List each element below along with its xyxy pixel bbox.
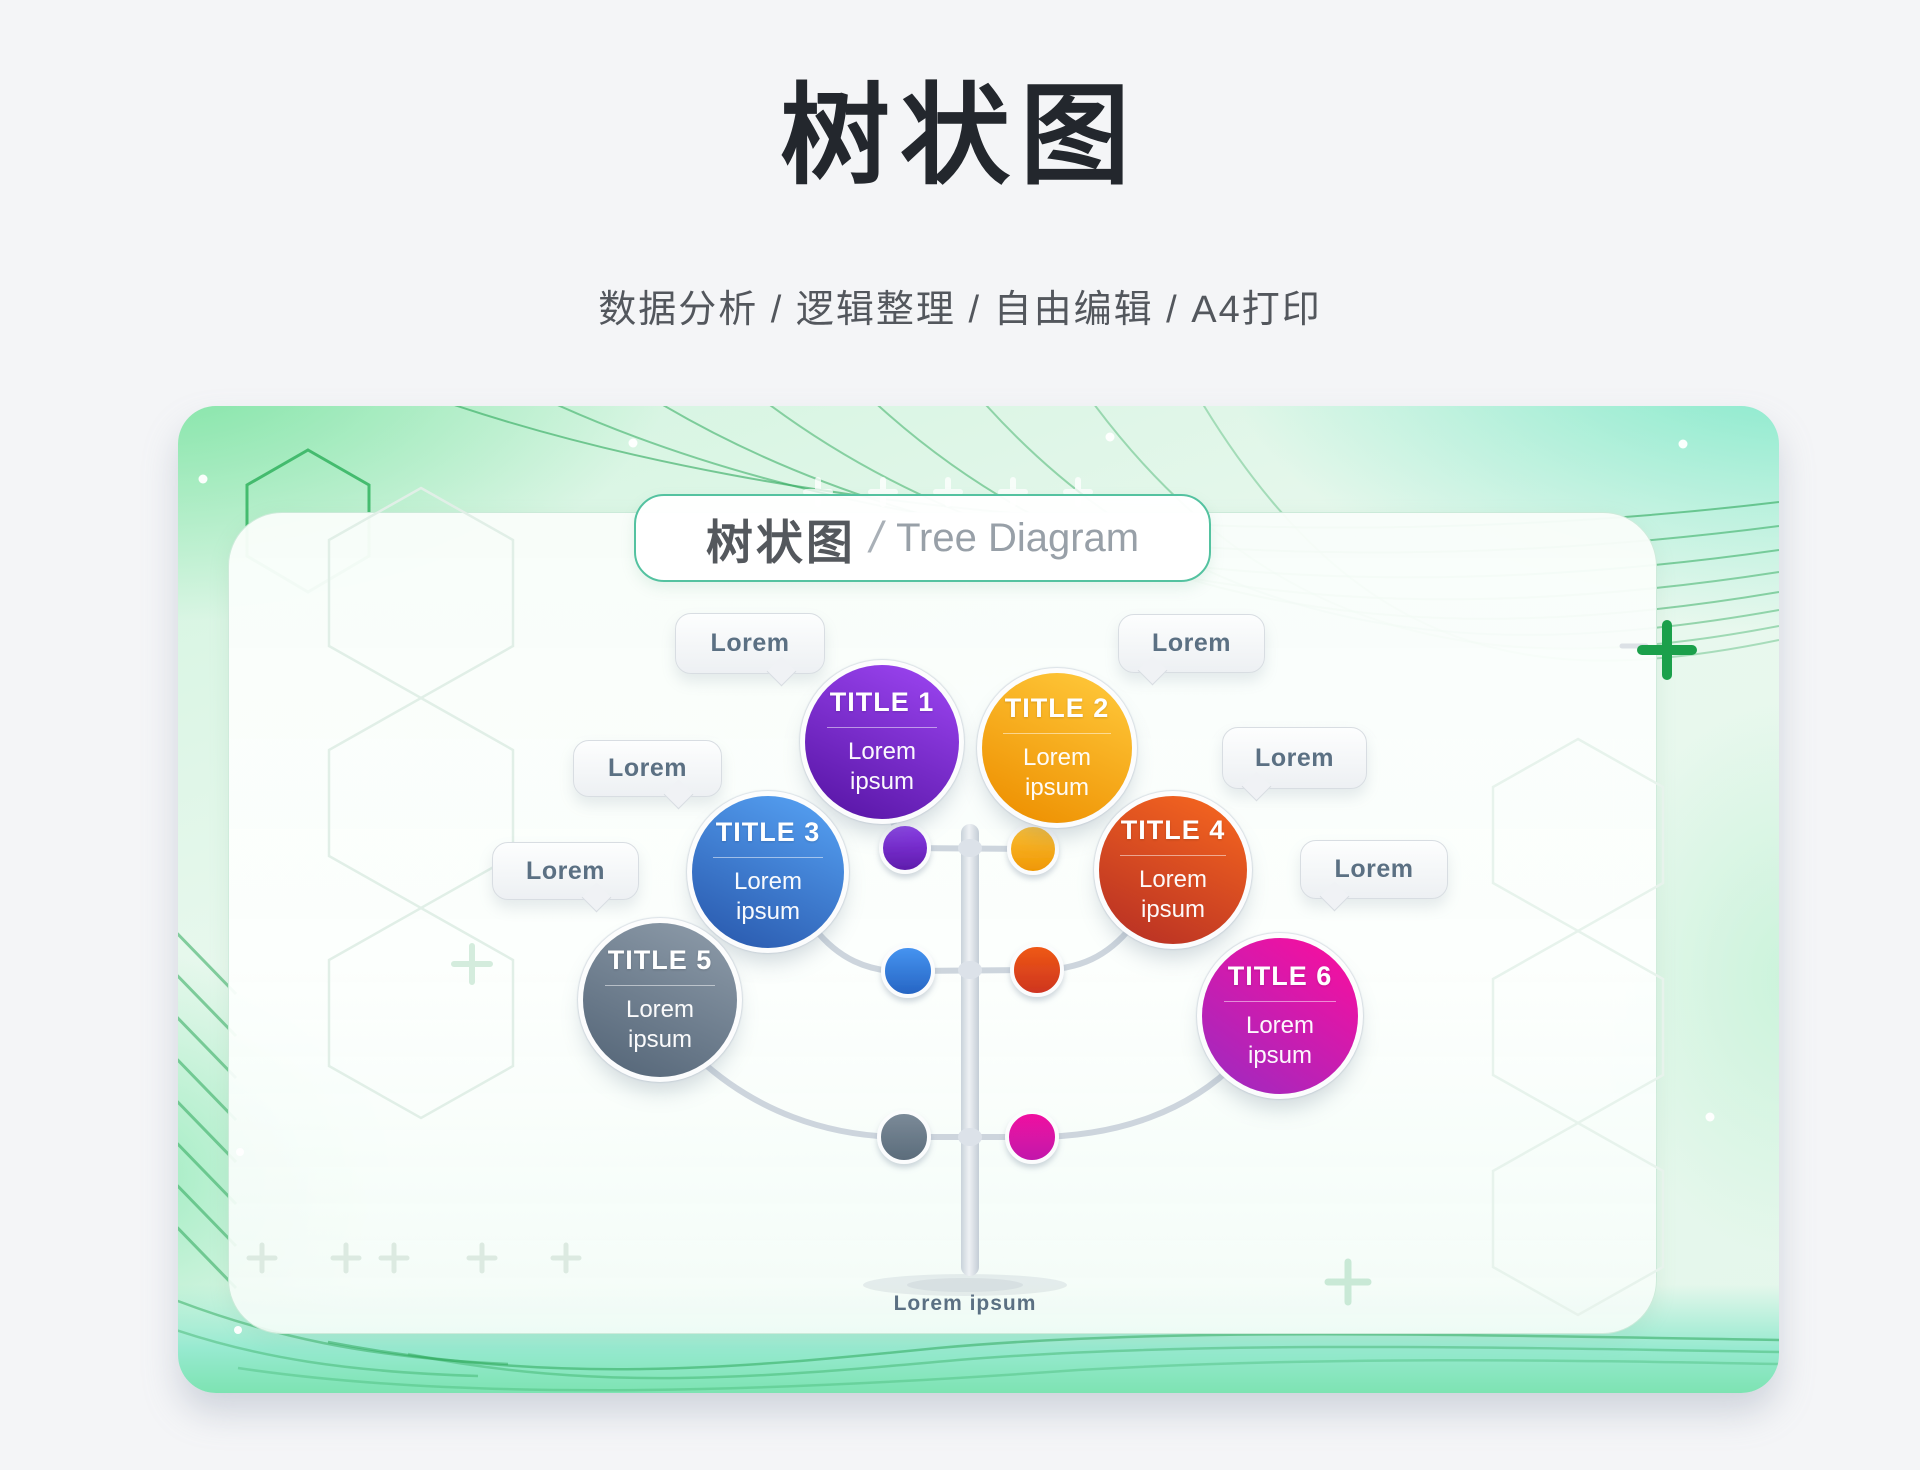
callout-bubble-2: Lorem [1118, 614, 1265, 673]
header-title-en: Tree Diagram [896, 515, 1140, 560]
tree-node-4: TITLE 4 Lorem ipsum [1099, 796, 1247, 944]
trunk-label: Lorem ipsum [893, 1292, 1037, 1315]
page-title: 树状图 [780, 75, 1140, 198]
callout-bubble-1: Lorem [675, 613, 825, 674]
node-body: Lorem ipsum [847, 738, 917, 795]
node-title: TITLE 1 [826, 687, 938, 728]
node-title: TITLE 2 [1003, 693, 1111, 734]
diagram-panel [228, 512, 1657, 1334]
tree-node-3: TITLE 3 Lorem ipsum [692, 796, 844, 948]
node-title: TITLE 5 [604, 945, 716, 986]
node-title: TITLE 4 [1119, 815, 1227, 856]
node-body: Lorem ipsum [1022, 744, 1092, 801]
callout-bubble-4: Lorem [1222, 727, 1367, 789]
node-body: Lorem ipsum [625, 996, 695, 1053]
tree-node-5: TITLE 5 Lorem ipsum [583, 923, 737, 1077]
tree-node-6: TITLE 6 Lorem ipsum [1202, 938, 1358, 1094]
poster-card: 树状图 / Tree Diagram TITLE 1 Lorem ipsum T… [178, 406, 1779, 1393]
page-subtitle: 数据分析 / 逻辑整理 / 自由编辑 / A4打印 [598, 289, 1322, 331]
bubble-label: Lorem [526, 856, 605, 885]
bubble-label: Lorem [1334, 855, 1414, 883]
bubble-label: Lorem [608, 754, 687, 782]
tree-node-1: TITLE 1 Lorem ipsum [805, 665, 959, 819]
bubble-label: Lorem [1152, 629, 1231, 657]
bubble-label: Lorem [1255, 743, 1334, 772]
card-header: 树状图 / Tree Diagram [634, 494, 1211, 582]
callout-bubble-6: Lorem [1300, 840, 1448, 899]
node-title: TITLE 3 [713, 817, 823, 858]
header-title-cn: 树状图 [705, 515, 856, 569]
node-body: Lorem ipsum [1138, 866, 1208, 923]
callout-bubble-5: Lorem [492, 842, 639, 900]
node-body: Lorem ipsum [733, 868, 803, 925]
bubble-label: Lorem [710, 629, 790, 657]
header-separator: / [869, 513, 883, 562]
tree-node-2: TITLE 2 Lorem ipsum [982, 673, 1132, 823]
node-body: Lorem ipsum [1245, 1012, 1315, 1069]
node-title: TITLE 6 [1223, 961, 1337, 1002]
callout-bubble-3: Lorem [573, 740, 722, 797]
